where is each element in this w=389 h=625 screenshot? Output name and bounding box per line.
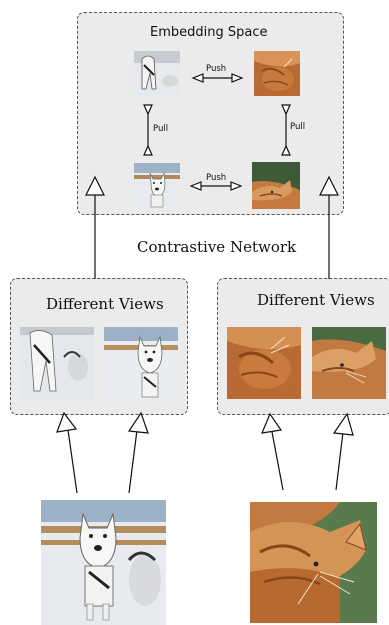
cat-input-image [250,502,377,623]
input-arrow-dog-1 [56,411,78,494]
push-label-top: Push [206,64,227,74]
cat-view-2 [312,327,386,399]
dog-thumbnail-bottom [134,163,180,209]
input-arrow-dog-2 [127,411,149,494]
dog-input-image [41,500,166,625]
pull-label-left: Pull [153,124,169,134]
up-arrow-right-network [319,175,339,279]
cat-thumbnail-bottom [252,162,300,209]
cat-view-1 [227,327,301,399]
dog-view-2 [104,327,178,399]
views-title-right: Different Views [257,291,375,309]
contrastive-network-label: Contrastive Network [137,238,297,256]
input-arrow-cat-1 [261,412,284,491]
up-arrow-left-network [85,175,105,279]
dog-thumbnail-top [134,51,180,96]
pull-arrow-left [143,104,153,156]
pull-label-right: Pull [290,122,306,132]
push-arrow-bottom [189,181,243,191]
dog-view-1 [20,327,94,399]
push-arrow-top [191,73,244,83]
pull-arrow-right [281,104,291,156]
views-title-left: Different Views [46,295,164,313]
input-arrow-cat-2 [332,412,354,491]
push-label-bottom: Push [206,173,227,183]
cat-thumbnail-top [254,51,300,96]
embedding-space-title: Embedding Space [150,25,268,40]
